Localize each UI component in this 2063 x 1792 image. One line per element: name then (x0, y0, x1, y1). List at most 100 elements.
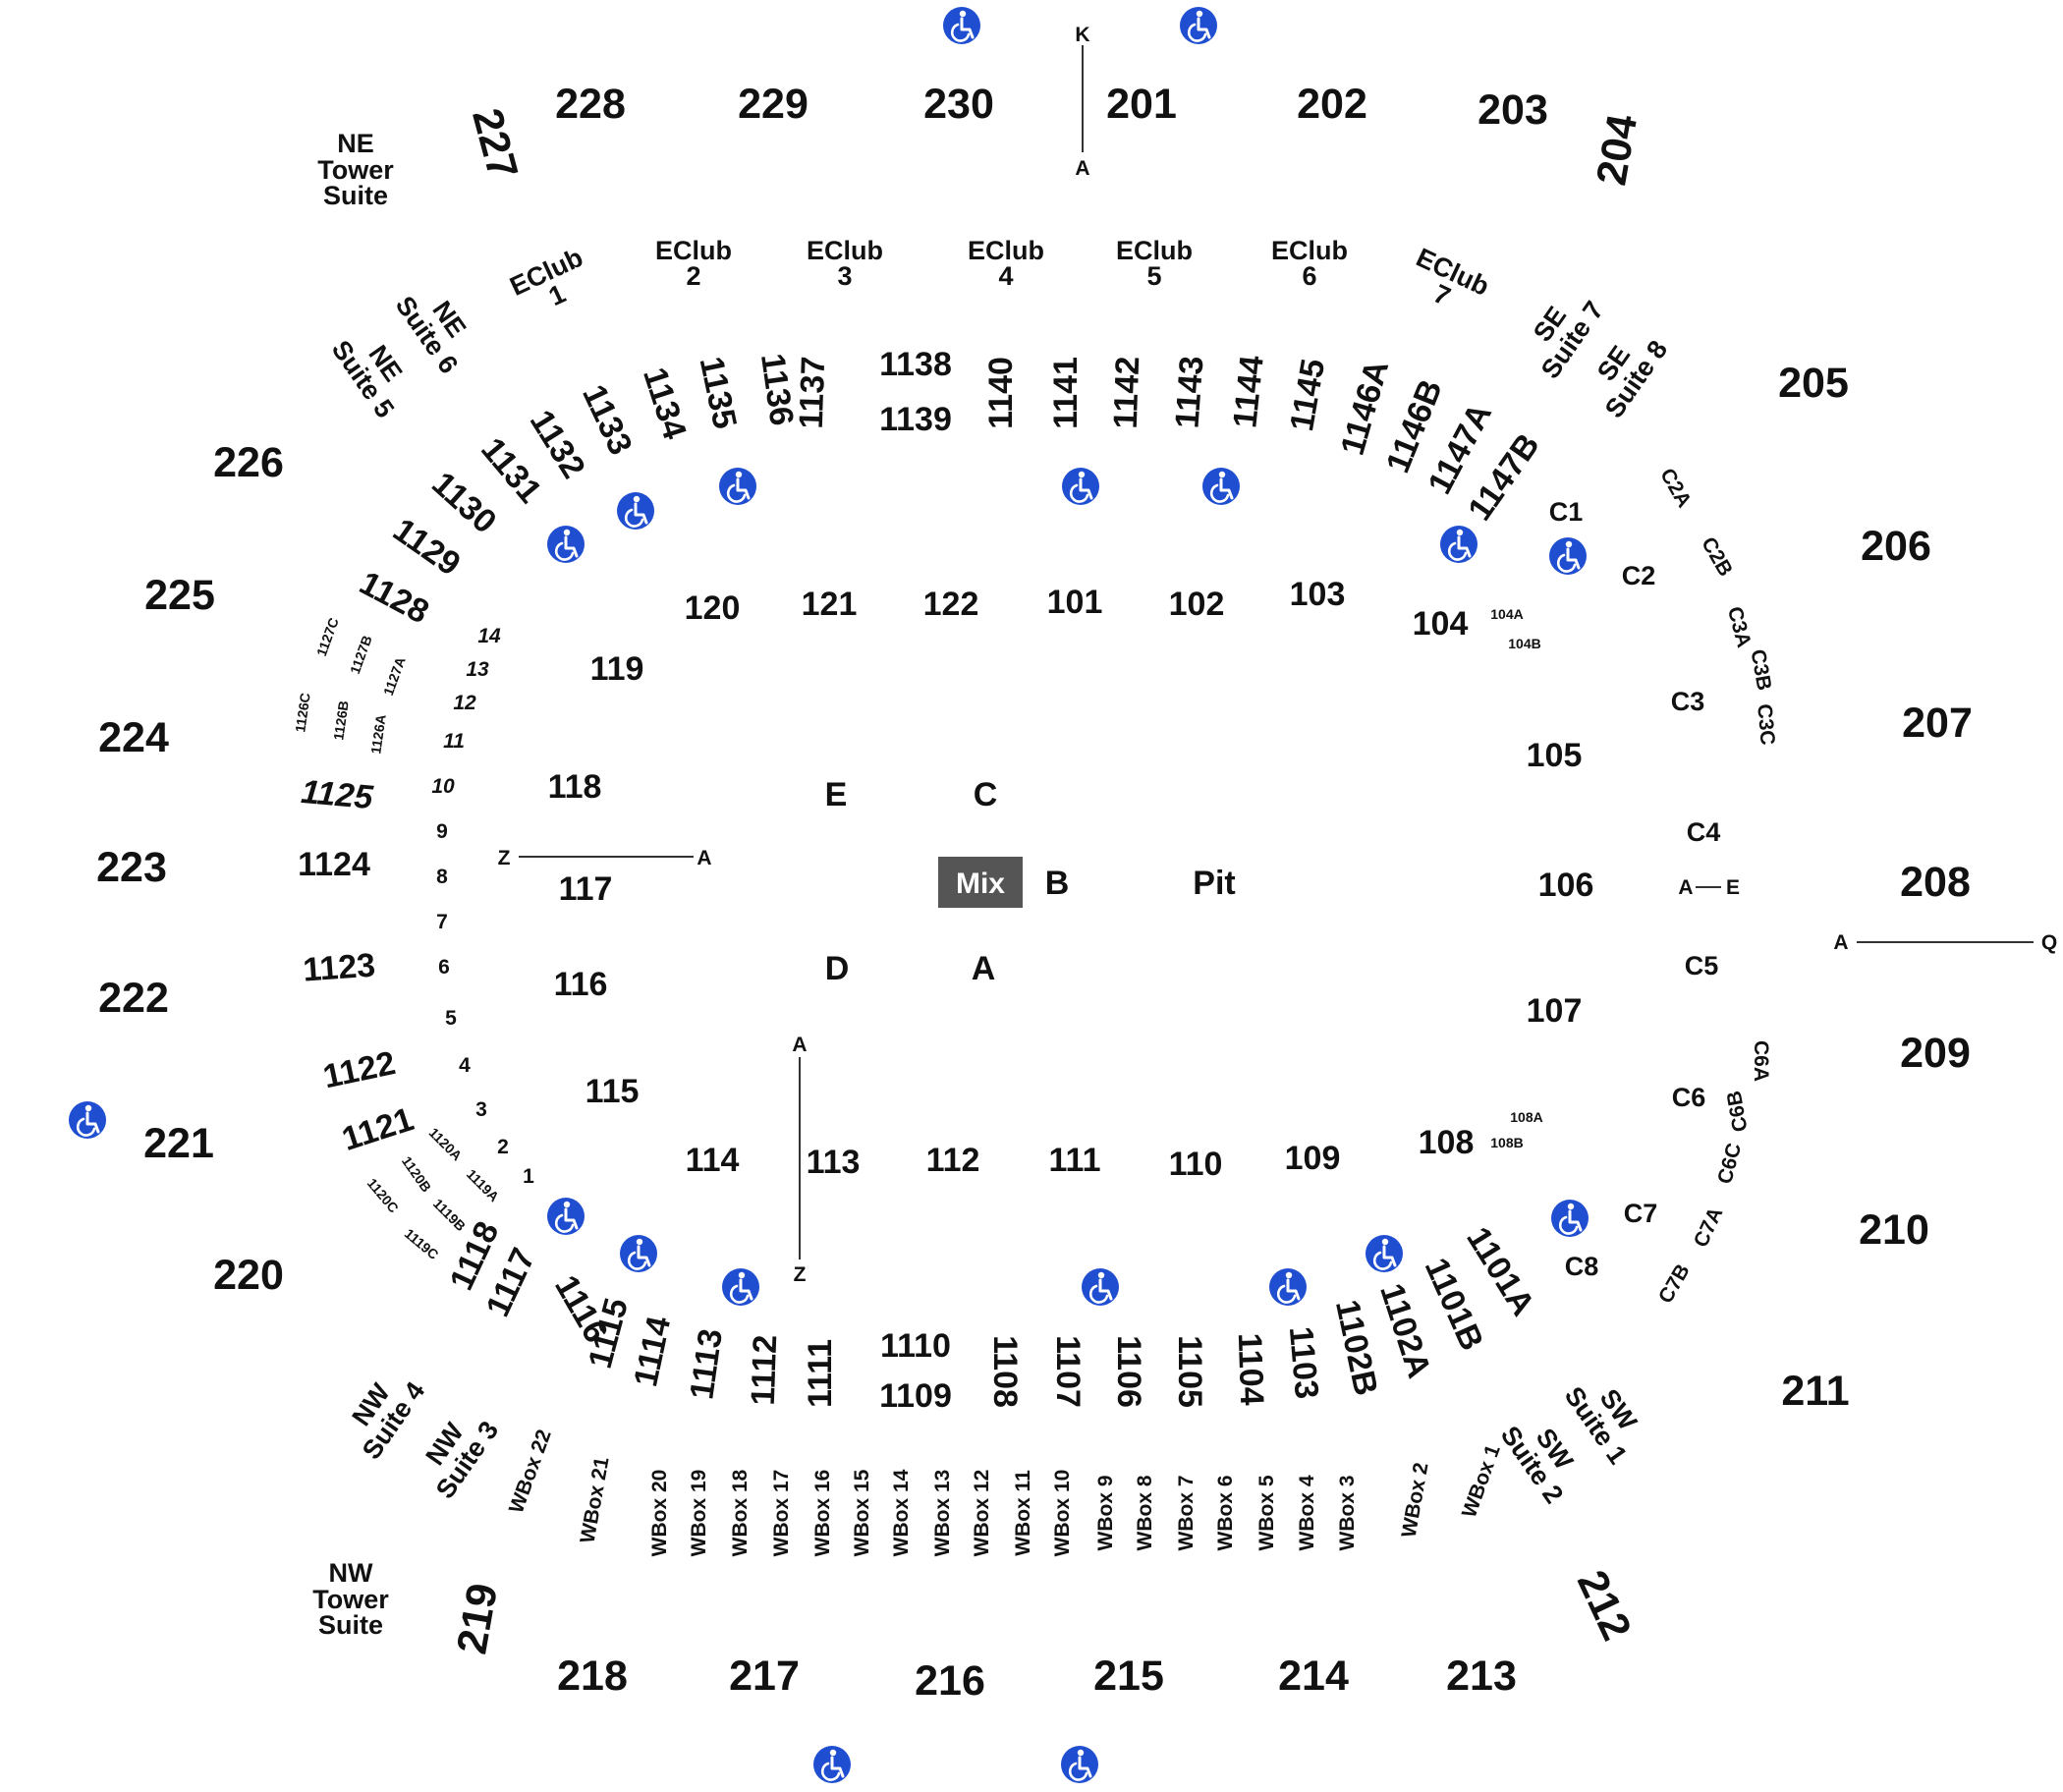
section-1144[interactable]: 1144 (1226, 354, 1271, 429)
section-1120B[interactable]: 1120B (399, 1153, 434, 1195)
section-212[interactable]: 212 (1568, 1563, 1641, 1647)
section-c2b[interactable]: C2B (1697, 533, 1737, 581)
section-1127A[interactable]: 1127A (380, 655, 409, 699)
section-111[interactable]: 111 (1049, 1142, 1101, 1179)
section-224[interactable]: 224 (98, 714, 169, 761)
section-e[interactable]: E (825, 776, 848, 813)
section-1109[interactable]: 1109 (879, 1377, 952, 1415)
section-117[interactable]: 117 (559, 870, 613, 908)
wbox-11[interactable]: WBox 11 (1012, 1470, 1034, 1556)
section-208[interactable]: 208 (1900, 859, 1971, 906)
section-202[interactable]: 202 (1297, 81, 1367, 128)
wbox-18[interactable]: WBox 18 (729, 1469, 752, 1556)
wbox-8[interactable]: WBox 8 (1134, 1475, 1156, 1550)
section-201[interactable]: 201 (1106, 81, 1177, 128)
section-1103[interactable]: 1103 (1282, 1325, 1325, 1401)
section-227[interactable]: 227 (463, 104, 527, 185)
section-pit[interactable]: Pit (1193, 865, 1235, 902)
eclub-7[interactable]: EClub 7 (1401, 243, 1493, 325)
wbox-5[interactable]: WBox 5 (1255, 1475, 1278, 1550)
section-105[interactable]: 105 (1527, 737, 1583, 774)
section-113[interactable]: 113 (807, 1144, 861, 1181)
section-1134[interactable]: 1134 (636, 364, 694, 444)
wbox-10[interactable]: WBox 10 (1051, 1470, 1074, 1557)
section-214[interactable]: 214 (1278, 1652, 1349, 1700)
section-1138[interactable]: 1138 (879, 346, 952, 383)
eclub-3[interactable]: EClub 3 (807, 236, 883, 291)
section-1139[interactable]: 1139 (879, 401, 952, 438)
section-109[interactable]: 109 (1285, 1140, 1341, 1177)
section-c6c[interactable]: C6C (1713, 1141, 1746, 1187)
section-1124[interactable]: 1124 (298, 846, 370, 883)
section-c6[interactable]: C6 (1672, 1083, 1706, 1112)
ne-tower-suite-line3[interactable]: Suite (323, 181, 388, 210)
section-120[interactable]: 120 (685, 589, 741, 627)
section-1111[interactable]: 1111 (802, 1339, 839, 1408)
section-1135[interactable]: 1135 (693, 354, 745, 432)
section-1120C[interactable]: 1120C (364, 1175, 402, 1215)
section-226[interactable]: 226 (213, 439, 284, 486)
section-1112[interactable]: 1112 (745, 1334, 784, 1406)
eclub-2[interactable]: EClub 2 (655, 236, 732, 291)
section-1102B[interactable]: 1102B (1328, 1297, 1385, 1399)
wbox-4[interactable]: WBox 4 (1296, 1475, 1318, 1550)
section-1145[interactable]: 1145 (1283, 356, 1332, 433)
section-c7a[interactable]: C7A (1690, 1204, 1728, 1251)
wbox-2[interactable]: WBox 2 (1398, 1461, 1433, 1540)
section-207[interactable]: 207 (1902, 700, 1973, 747)
section-221[interactable]: 221 (143, 1120, 214, 1167)
eclub-1[interactable]: EClub 1 (506, 243, 598, 325)
ne-suite-5[interactable]: NE Suite 5 (326, 319, 422, 423)
ne-tower-suite-line2[interactable]: Tower (317, 155, 394, 185)
section-118[interactable]: 118 (548, 768, 602, 806)
section-d[interactable]: D (825, 950, 850, 987)
wbox-20[interactable]: WBox 20 (648, 1470, 671, 1557)
section-215[interactable]: 215 (1093, 1652, 1164, 1700)
section-1122[interactable]: 1122 (320, 1044, 399, 1096)
section-1127B[interactable]: 1127B (347, 634, 375, 677)
eclub-6[interactable]: EClub 6 (1271, 236, 1348, 291)
section-1114[interactable]: 1114 (627, 1314, 678, 1390)
nw-tower-suite-line3[interactable]: Suite (318, 1610, 383, 1640)
section-220[interactable]: 220 (213, 1252, 284, 1299)
section-c6a[interactable]: C6A (1750, 1040, 1772, 1082)
section-1136[interactable]: 1136 (753, 351, 801, 427)
section-115[interactable]: 115 (585, 1073, 640, 1110)
section-1137[interactable]: 1137 (793, 356, 833, 429)
wbox-16[interactable]: WBox 16 (811, 1470, 834, 1557)
section-1108[interactable]: 1108 (986, 1335, 1024, 1408)
section-c3a[interactable]: C3A (1723, 604, 1756, 650)
section-1119C[interactable]: 1119C (402, 1225, 442, 1262)
section-1140[interactable]: 1140 (982, 357, 1020, 429)
section-122[interactable]: 122 (923, 586, 979, 623)
section-c1[interactable]: C1 (1549, 497, 1584, 527)
section-c6b[interactable]: C6B (1723, 1089, 1753, 1133)
section-104[interactable]: 104 (1413, 605, 1469, 643)
section-108B[interactable]: 108B (1490, 1135, 1523, 1150)
section-119[interactable]: 119 (590, 650, 644, 688)
section-1107[interactable]: 1107 (1049, 1335, 1087, 1408)
section-1141[interactable]: 1141 (1047, 357, 1085, 429)
section-1125[interactable]: 1125 (300, 773, 375, 816)
wbox-12[interactable]: WBox 12 (971, 1470, 993, 1557)
section-216[interactable]: 216 (915, 1657, 985, 1705)
ne-tower-suite-line1[interactable]: NE (337, 129, 374, 158)
section-219[interactable]: 219 (448, 1580, 507, 1657)
section-114[interactable]: 114 (686, 1142, 740, 1179)
section-1102A[interactable]: 1102A (1372, 1279, 1438, 1382)
section-1123[interactable]: 1123 (302, 947, 376, 989)
section-107[interactable]: 107 (1527, 992, 1583, 1030)
section-c[interactable]: C (974, 776, 998, 813)
section-1129[interactable]: 1129 (386, 511, 467, 583)
wbox-15[interactable]: WBox 15 (851, 1469, 873, 1556)
section-1113[interactable]: 1113 (683, 1326, 730, 1401)
section-1121[interactable]: 1121 (338, 1100, 418, 1158)
section-a[interactable]: A (972, 950, 996, 987)
eclub-4[interactable]: EClub 4 (968, 236, 1044, 291)
section-223[interactable]: 223 (96, 844, 167, 891)
section-1133[interactable]: 1133 (575, 379, 640, 461)
section-209[interactable]: 209 (1900, 1030, 1971, 1077)
section-c3b[interactable]: C3B (1746, 647, 1775, 692)
section-c7b[interactable]: C7B (1654, 1260, 1695, 1308)
section-206[interactable]: 206 (1861, 523, 1931, 570)
